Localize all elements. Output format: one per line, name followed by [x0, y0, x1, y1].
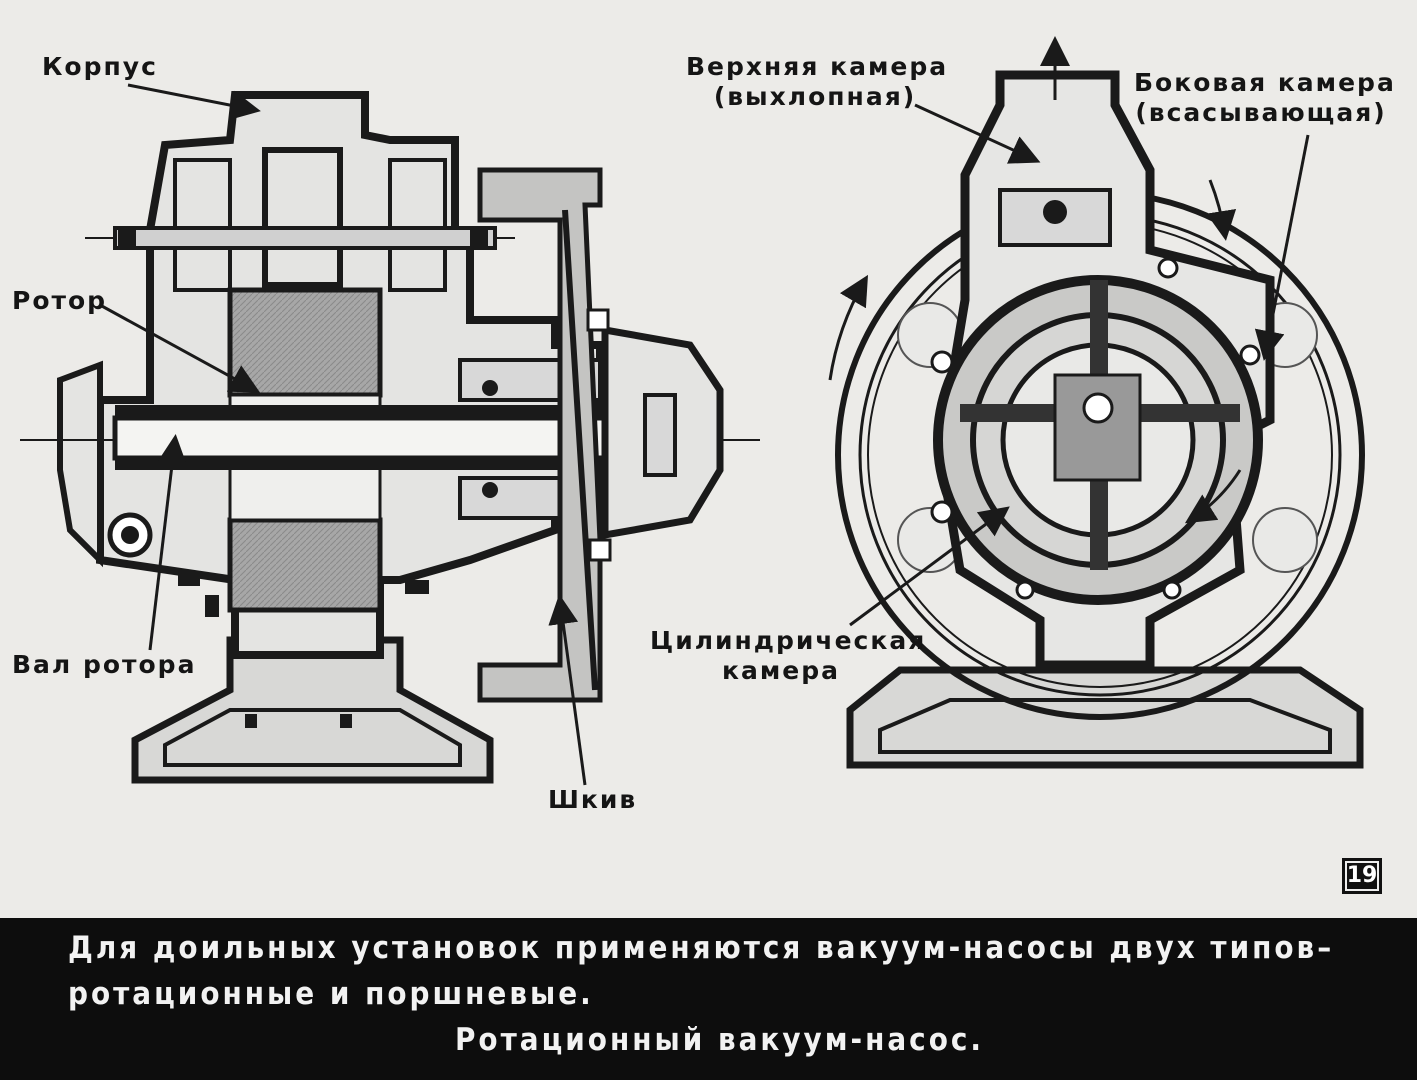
diagram-panel: Корпус Ротор Вал ротора Шкив Верхняя кам… [0, 0, 1417, 918]
pulley [477, 167, 612, 703]
caption-line-3: Ротационный вакуум-насос. [455, 1022, 984, 1058]
leader-lines [99, 83, 587, 786]
label-side-chamber: Боковая камера (всасывающая) [1134, 68, 1396, 128]
label-side-chamber-line2: (всасывающая) [1135, 98, 1387, 127]
flow-arrows [828, 179, 1242, 524]
rotor-shaft [20, 325, 760, 540]
label-side-chamber-line1: Боковая камера [1134, 68, 1396, 97]
label-upper-chamber-line1: Верхняя камера [686, 52, 949, 81]
label-cylinder-chamber: Цилиндрическая камера [650, 626, 927, 686]
label-pulley: Шкив [548, 785, 638, 814]
front-section-view [828, 36, 1365, 769]
caption: Для доильных установок применяются вакуу… [0, 918, 1417, 1080]
label-rotor: Ротор [12, 286, 108, 315]
front-leader-lines [849, 103, 1310, 627]
label-cylinder-chamber-line2: камера [722, 656, 840, 685]
pump-drawing [20, 36, 1365, 786]
front-rotor [960, 280, 1240, 570]
caption-line-2: ротационные и поршневые. [68, 976, 594, 1012]
label-upper-chamber: Верхняя камера (выхлопная) [686, 52, 949, 112]
label-rotor-shaft: Вал ротора [12, 650, 197, 679]
base-stand [131, 636, 494, 784]
label-cylinder-chamber-line1: Цилиндрическая [650, 626, 927, 655]
label-upper-chamber-line2: (выхлопная) [713, 82, 917, 111]
side-section-view [20, 83, 760, 786]
slide-number: 19 [1342, 858, 1382, 894]
label-body: Корпус [42, 52, 158, 81]
caption-line-1: Для доильных установок применяются вакуу… [68, 930, 1335, 966]
